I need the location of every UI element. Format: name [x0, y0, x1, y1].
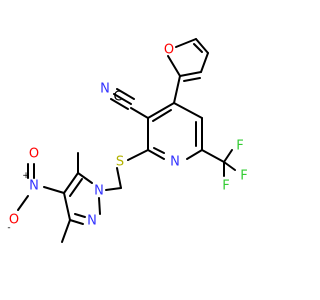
bond-pyr-c2-n1 — [147, 149, 165, 160]
bond-furan-pyridine — [173, 75, 181, 104]
bond-c4-nitro-n — [43, 186, 65, 194]
bond-s-ch2 — [116, 167, 122, 189]
bond-pyr-n1-c6 — [186, 149, 203, 160]
bond-pz-c3-n2 — [69, 219, 84, 225]
bond-furan-c4-c5 — [195, 38, 209, 54]
atom-nitrile-nitrogen: N — [100, 82, 110, 97]
bond-ch2-pyrazole-n1 — [105, 187, 122, 191]
nitro-nitrogen-charge: + — [22, 171, 30, 181]
bond-pz-c5-c4-inner — [69, 178, 83, 197]
bond-nitro-n-o-single — [17, 195, 29, 211]
bond-pz-n1-c5 — [77, 172, 93, 184]
bond-furan-c3-c4 — [200, 52, 209, 73]
bond-nitrile-triple-b — [110, 98, 129, 110]
atom-fluorine-1: F — [236, 139, 243, 154]
bond-pz-c5-c4 — [63, 172, 79, 194]
atom-nitro-oxygen-double: O — [29, 147, 39, 162]
bond-nitrile-single — [130, 107, 149, 119]
bond-pyr-c2-n1-inner — [153, 147, 165, 154]
bond-furan-o-c2 — [167, 55, 181, 77]
bond-c6-cf3 — [201, 149, 225, 163]
atom-furan-oxygen: O — [164, 43, 174, 58]
bonds — [17, 38, 236, 243]
bond-pz-c4-c3 — [63, 192, 71, 221]
atom-nitrile-carbon: C — [113, 90, 122, 105]
bond-pyr-c4-c3-inner — [152, 109, 172, 122]
bond-pyr-c5-c4 — [173, 102, 203, 119]
molecule-structure: O N C N S F F F N N N + O O - — [7, 38, 248, 243]
bond-pz-n2-n1 — [98, 197, 101, 215]
bond-nitrile-triple-c — [116, 88, 135, 100]
nitro-oxygen-charge: - — [7, 223, 10, 233]
bond-furan-c5-o — [175, 38, 197, 48]
atom-pyrazole-n2: N — [87, 214, 97, 229]
bond-pz-c3-n2-inner — [74, 213, 86, 218]
atom-fluorine-3: F — [222, 179, 229, 194]
bond-furan-c2-c3 — [179, 71, 202, 77]
bond-c3-methyl — [61, 219, 71, 243]
bond-furan-c2-c3-inner — [183, 77, 201, 82]
bond-pyr-c2-s — [127, 149, 149, 161]
atom-labels: O N C N S F F F N N N + O O - — [7, 43, 247, 234]
atom-pyridine-nitrogen: N — [170, 155, 180, 170]
bond-pyr-c4-c3 — [147, 102, 175, 119]
atom-nitro-nitrogen: N — [29, 179, 39, 194]
atom-nitro-oxygen-single: O — [9, 213, 19, 228]
bond-nitrile-triple-a — [113, 93, 132, 105]
atom-fluorine-2: F — [240, 169, 247, 184]
bond-furan-c4-c5-inner — [193, 43, 203, 53]
bond-cf3-f2 — [223, 161, 236, 171]
atom-pyrazole-n1: N — [94, 184, 104, 199]
bond-cf3-f1 — [223, 149, 233, 163]
atom-thioether-sulfur: S — [116, 155, 124, 170]
